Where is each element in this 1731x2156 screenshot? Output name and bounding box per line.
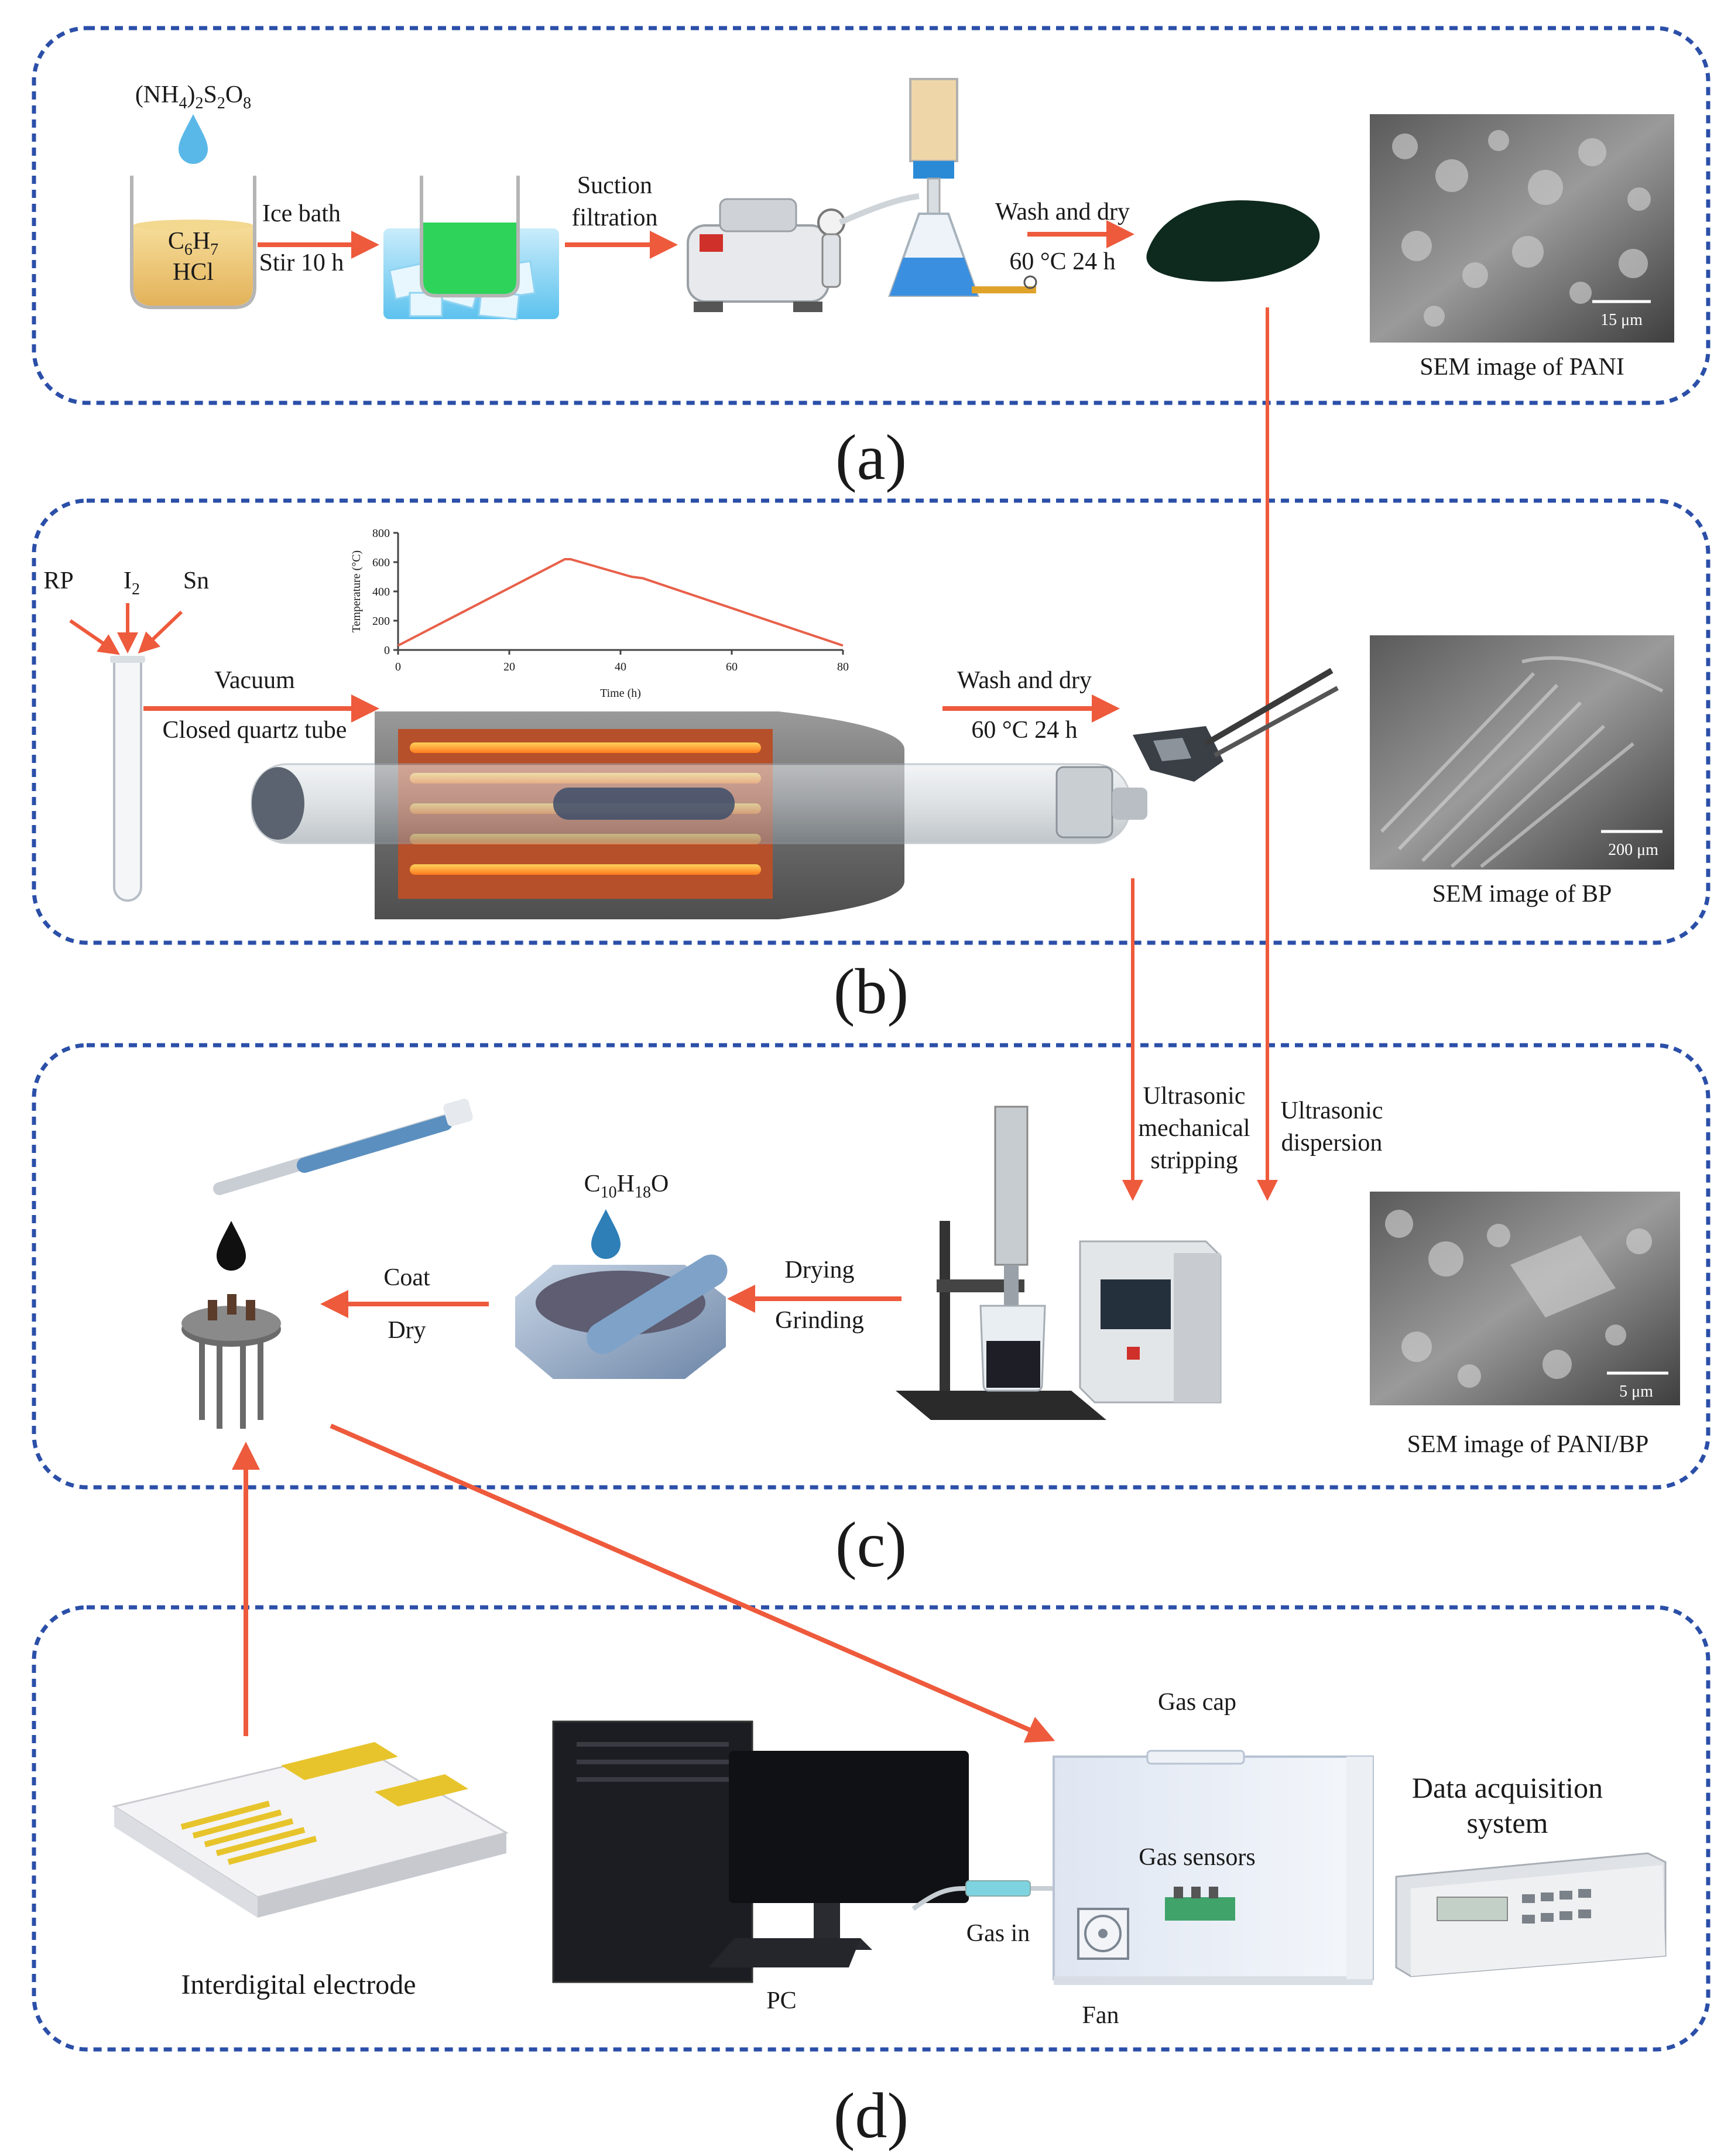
step-b2-line2: 60 °C 24 h — [971, 717, 1077, 744]
sem-scale-bp: 200 μm — [1608, 841, 1658, 859]
sem-caption-bp: SEM image of BP — [1432, 881, 1612, 908]
step-a2-line1: Suction — [577, 172, 652, 199]
arrow-sensor-to-chamber — [330, 1423, 1055, 1743]
test-tube-icon — [110, 656, 145, 902]
fan-icon — [1077, 1908, 1129, 1960]
pani-powder-icon — [1146, 200, 1320, 282]
panel-a: (NH4)2S2O8 C6H7 HCl Ice bath Stir 10 h — [130, 78, 1674, 381]
electrode-label: Interdigital electrode — [181, 1969, 416, 2000]
x-tick-label: 60 — [726, 661, 738, 673]
vacuum-pump-icon — [687, 193, 920, 312]
pipette-icon — [213, 1098, 473, 1195]
gas-in-label: Gas in — [966, 1920, 1030, 1947]
y-tick-label: 400 — [372, 586, 390, 598]
panel-d: Interdigital electrode PC Gas in Gas cap… — [112, 1689, 1667, 2029]
x-tick-label: 0 — [395, 661, 401, 673]
step-b1-line1: Vacuum — [214, 667, 295, 694]
arrow-rp — [69, 619, 120, 655]
sem-caption-pani-bp: SEM image of PANI/BP — [1407, 1431, 1649, 1458]
panel-label-b: (b) — [834, 956, 909, 1027]
panel-label-d: (d) — [834, 2080, 909, 2151]
reagent-sn: Sn — [183, 567, 209, 594]
beaker-icon — [130, 176, 256, 309]
step-c1-line2: Grinding — [775, 1307, 864, 1334]
step-c1-line1: Drying — [785, 1257, 855, 1284]
beaker-label-1: C6H7 — [168, 228, 218, 259]
suction-flask-icon — [888, 78, 1037, 297]
panel-label-a: (a) — [835, 422, 907, 493]
monitor-icon — [729, 1751, 969, 1950]
sem-image-pani — [1370, 114, 1674, 343]
temperature-curve — [397, 558, 844, 647]
panel-b-frame — [32, 498, 1711, 945]
pc-label: PC — [766, 1987, 796, 2014]
panel-d-frame — [32, 1605, 1711, 2052]
gas-line — [911, 1886, 1054, 1911]
step-b2-line1: Wash and dry — [957, 667, 1092, 694]
inset-xlabel: Time (h) — [600, 687, 641, 700]
pc-tower-icon — [552, 1720, 753, 1983]
keyboard-icon — [708, 1938, 861, 1967]
step-a3-line1: Wash and dry — [995, 199, 1130, 225]
panel-b: RP I2 Sn Vacuum Closed quartz tube 02004… — [43, 527, 1674, 919]
reagent-aps: (NH4)2S2O8 — [135, 81, 251, 112]
step-c2-line2: Dry — [388, 1317, 426, 1344]
sem-image-pani-bp — [1370, 1192, 1680, 1405]
fan-label: Fan — [1082, 2002, 1119, 2029]
ultrasonic-left-3: stripping — [1150, 1147, 1238, 1174]
temperature-chart: 0 200 400 600 800 0 20 40 60 80 Time (h) Tempera… — [350, 527, 849, 700]
terpineol-drop-icon — [591, 1209, 621, 1259]
ultrasonic-processor-icon — [896, 1106, 1222, 1420]
panel-c: Ultrasonic mechanical stripping Ultrason… — [181, 1083, 1680, 1458]
panel-a-frame — [32, 26, 1711, 405]
y-tick-label: 800 — [372, 527, 390, 540]
reagent-i2: I2 — [124, 567, 140, 598]
beaker-label-2: HCl — [173, 259, 214, 286]
interdigital-electrode-icon — [112, 1742, 509, 1918]
data-acquisition-icon — [1395, 1852, 1667, 1977]
droplet-icon — [179, 114, 208, 164]
mortar-pestle-icon — [515, 1254, 728, 1379]
x-tick-label: 20 — [503, 661, 515, 673]
x-tick-label: 80 — [837, 661, 849, 673]
daq-label-1: Data acquisition — [1412, 1771, 1603, 1804]
x-tick-label: 40 — [615, 661, 626, 673]
ice-bath-icon — [383, 176, 559, 320]
ultrasonic-left-1: Ultrasonic — [1143, 1083, 1246, 1110]
y-tick-label: 0 — [384, 644, 390, 657]
gas-sensors-label: Gas sensors — [1139, 1844, 1255, 1871]
sensor-electrode-icon — [181, 1294, 281, 1429]
arrow-sn — [138, 610, 183, 654]
daq-label-2: system — [1467, 1806, 1548, 1839]
step-a2-line2: filtration — [572, 204, 658, 231]
gas-cap-label: Gas cap — [1158, 1689, 1236, 1716]
step-b1-line2: Closed quartz tube — [163, 717, 347, 744]
ultrasonic-right-2: dispersion — [1281, 1130, 1383, 1156]
sem-image-bp — [1370, 635, 1674, 870]
ultrasonic-left-2: mechanical — [1138, 1115, 1250, 1142]
step-a3-line2: 60 °C 24 h — [1009, 248, 1115, 275]
step-c2-line1: Coat — [383, 1264, 430, 1291]
tube-furnace-icon — [251, 711, 1147, 919]
panel-c-frame — [32, 1043, 1711, 1490]
reagent-rp: RP — [43, 567, 73, 594]
inset-ylabel: Temperature (°C) — [350, 550, 363, 632]
sem-caption-pani: SEM image of PANI — [1420, 354, 1624, 381]
reagent-terpineol: C10H18O — [584, 1171, 669, 1202]
sem-scale-pani-bp: 5 μm — [1619, 1382, 1653, 1401]
ultrasonic-right-1: Ultrasonic — [1281, 1097, 1383, 1124]
sensor-board-icon — [1165, 1887, 1235, 1921]
ink-drop-icon — [217, 1221, 246, 1271]
y-tick-label: 600 — [372, 556, 390, 569]
y-tick-label: 200 — [372, 615, 390, 628]
step-a1-line2: Stir 10 h — [259, 249, 344, 276]
syringe-icon — [965, 1880, 1031, 1897]
sem-scale-pani: 15 μm — [1600, 311, 1643, 329]
panel-label-c: (c) — [835, 1509, 907, 1580]
bp-crystals-icon — [1133, 668, 1339, 782]
step-a1-line1: Ice bath — [262, 200, 341, 227]
